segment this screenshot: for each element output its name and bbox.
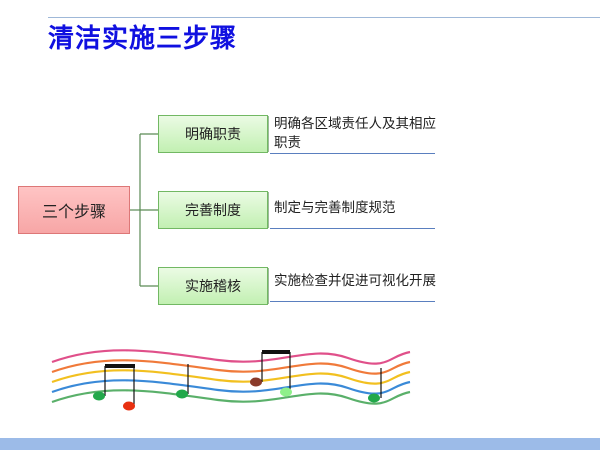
- step-desc-2: 制定与完善制度规范: [274, 200, 396, 216]
- music-staff-icon: [51, 349, 411, 411]
- step-desc-1: 明确各区域责任人及其相应职责: [274, 116, 436, 151]
- step-node-3: 实施稽核: [158, 267, 268, 305]
- page-title: 清洁实施三步骤: [48, 24, 238, 54]
- step-desc-3: 实施检查并促进可视化开展: [274, 273, 436, 289]
- desc-underline-1: [270, 153, 435, 154]
- root-node: 三个步骤: [18, 186, 130, 234]
- title-divider: [48, 17, 600, 18]
- desc-underline-3: [270, 301, 435, 302]
- bottom-bar: [0, 438, 600, 450]
- desc-underline-2: [270, 228, 435, 229]
- step-node-1: 明确职责: [158, 115, 268, 153]
- step-node-2: 完善制度: [158, 191, 268, 229]
